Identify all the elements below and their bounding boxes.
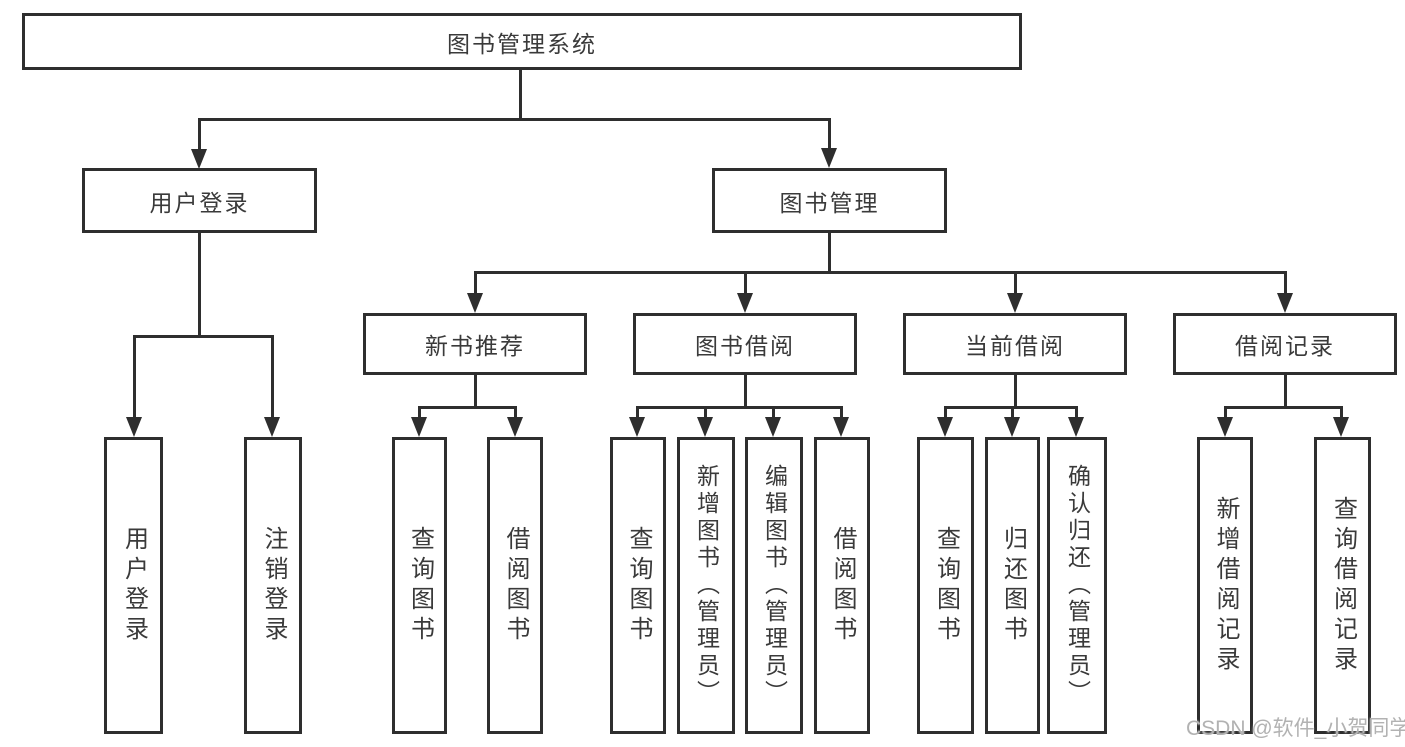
arrow-groupC-leaf-2 [697, 417, 713, 437]
connector-groupB-stem [474, 375, 477, 409]
connector-groupC-rail [636, 406, 843, 409]
connector-groupE-stem [1284, 375, 1287, 409]
connector-level3-rail [474, 271, 1287, 274]
connector-stem-book-borrow [744, 271, 747, 295]
arrow-groupB-leaf-2 [507, 417, 523, 437]
connector-stem-book-mgmt [828, 118, 831, 150]
connector-stem-current-borrow [1014, 271, 1017, 295]
node-borrowing-records-label: 借阅记录 [1235, 333, 1335, 359]
node-root-label: 图书管理系统 [447, 30, 597, 57]
connector-groupD-branch-2 [1011, 406, 1014, 418]
csdn-watermark: CSDN @软件_小贺同学 [1186, 717, 1405, 740]
connector-groupD-branch-1 [944, 406, 947, 418]
node-new-book-recommend-label: 新书推荐 [425, 333, 525, 359]
leaf-borrow-edit-admin: 编辑图书（管理员） [745, 437, 803, 734]
leaf-newbooks-borrow: 借阅图书 [487, 437, 543, 734]
arrow-into-login-leaf [126, 417, 142, 437]
connector-groupC-branch-1 [636, 406, 639, 418]
connector-user-login-rail [133, 335, 274, 338]
connector-groupC-stem [744, 375, 747, 409]
arrow-groupD-leaf-2 [1004, 417, 1020, 437]
arrow-groupE-leaf-1 [1217, 417, 1233, 437]
node-book-borrowing-label: 图书借阅 [695, 333, 795, 359]
node-book-borrowing: 图书借阅 [633, 313, 857, 375]
connector-stem-user-login [198, 118, 201, 151]
arrow-groupC-leaf-3 [765, 417, 781, 437]
connector-stem-new-books [474, 271, 477, 295]
connector-branch-login [133, 335, 136, 418]
arrow-groupC-leaf-4 [833, 417, 849, 437]
connector-groupD-stem [1014, 375, 1017, 409]
connector-branch-logout [271, 335, 274, 418]
leaf-user-login: 用户登录 [104, 437, 163, 734]
connector-groupB-branch-2 [514, 406, 517, 418]
leaf-newbooks-query: 查询图书 [392, 437, 447, 734]
connector-groupD-branch-3 [1075, 406, 1078, 418]
leaf-borrow-borrow: 借阅图书 [814, 437, 870, 734]
node-root: 图书管理系统 [22, 13, 1022, 70]
node-user-login: 用户登录 [82, 168, 317, 233]
leaf-records-add: 新增借阅记录 [1197, 437, 1253, 734]
connector-groupC-branch-4 [840, 406, 843, 418]
node-current-borrowing-label: 当前借阅 [965, 333, 1065, 359]
leaf-logout: 注销登录 [244, 437, 302, 734]
leaf-current-query: 查询图书 [917, 437, 974, 734]
arrow-into-book-borrow [737, 293, 753, 313]
connector-level2-rail [198, 118, 831, 121]
node-user-login-label: 用户登录 [149, 189, 250, 216]
arrow-into-book-mgmt [821, 148, 837, 168]
connector-book-mgmt-stem [828, 233, 831, 274]
connector-stem-borrow-records [1284, 271, 1287, 295]
node-book-management-label: 图书管理 [779, 189, 880, 216]
connector-groupE-rail [1224, 406, 1343, 409]
arrow-groupD-leaf-3 [1068, 417, 1084, 437]
arrow-into-borrow-records [1277, 293, 1293, 313]
leaf-current-confirm-return-admin: 确认归还（管理员） [1047, 437, 1107, 734]
connector-root-stem [519, 70, 522, 118]
node-new-book-recommend: 新书推荐 [363, 313, 587, 375]
node-book-management: 图书管理 [712, 168, 947, 233]
arrow-groupB-leaf-1 [411, 417, 427, 437]
leaf-records-query: 查询借阅记录 [1314, 437, 1371, 734]
node-current-borrowing: 当前借阅 [903, 313, 1127, 375]
arrow-into-new-books [467, 293, 483, 313]
connector-groupB-rail [418, 406, 517, 409]
leaf-current-return: 归还图书 [985, 437, 1040, 734]
node-borrowing-records: 借阅记录 [1173, 313, 1397, 375]
arrow-into-user-login [191, 149, 207, 169]
leaf-borrow-add-admin: 新增图书（管理员） [677, 437, 735, 734]
arrow-into-current-borrow [1007, 293, 1023, 313]
connector-groupB-branch-1 [418, 406, 421, 418]
arrow-groupE-leaf-2 [1333, 417, 1349, 437]
connector-groupE-branch-2 [1340, 406, 1343, 418]
leaf-borrow-query: 查询图书 [610, 437, 666, 734]
arrow-groupC-leaf-1 [629, 417, 645, 437]
connector-groupC-branch-2 [704, 406, 707, 418]
connector-groupC-branch-3 [772, 406, 775, 418]
connector-user-login-stem [198, 233, 201, 338]
arrow-groupD-leaf-1 [937, 417, 953, 437]
arrow-into-logout-leaf [264, 417, 280, 437]
connector-groupE-branch-1 [1224, 406, 1227, 418]
